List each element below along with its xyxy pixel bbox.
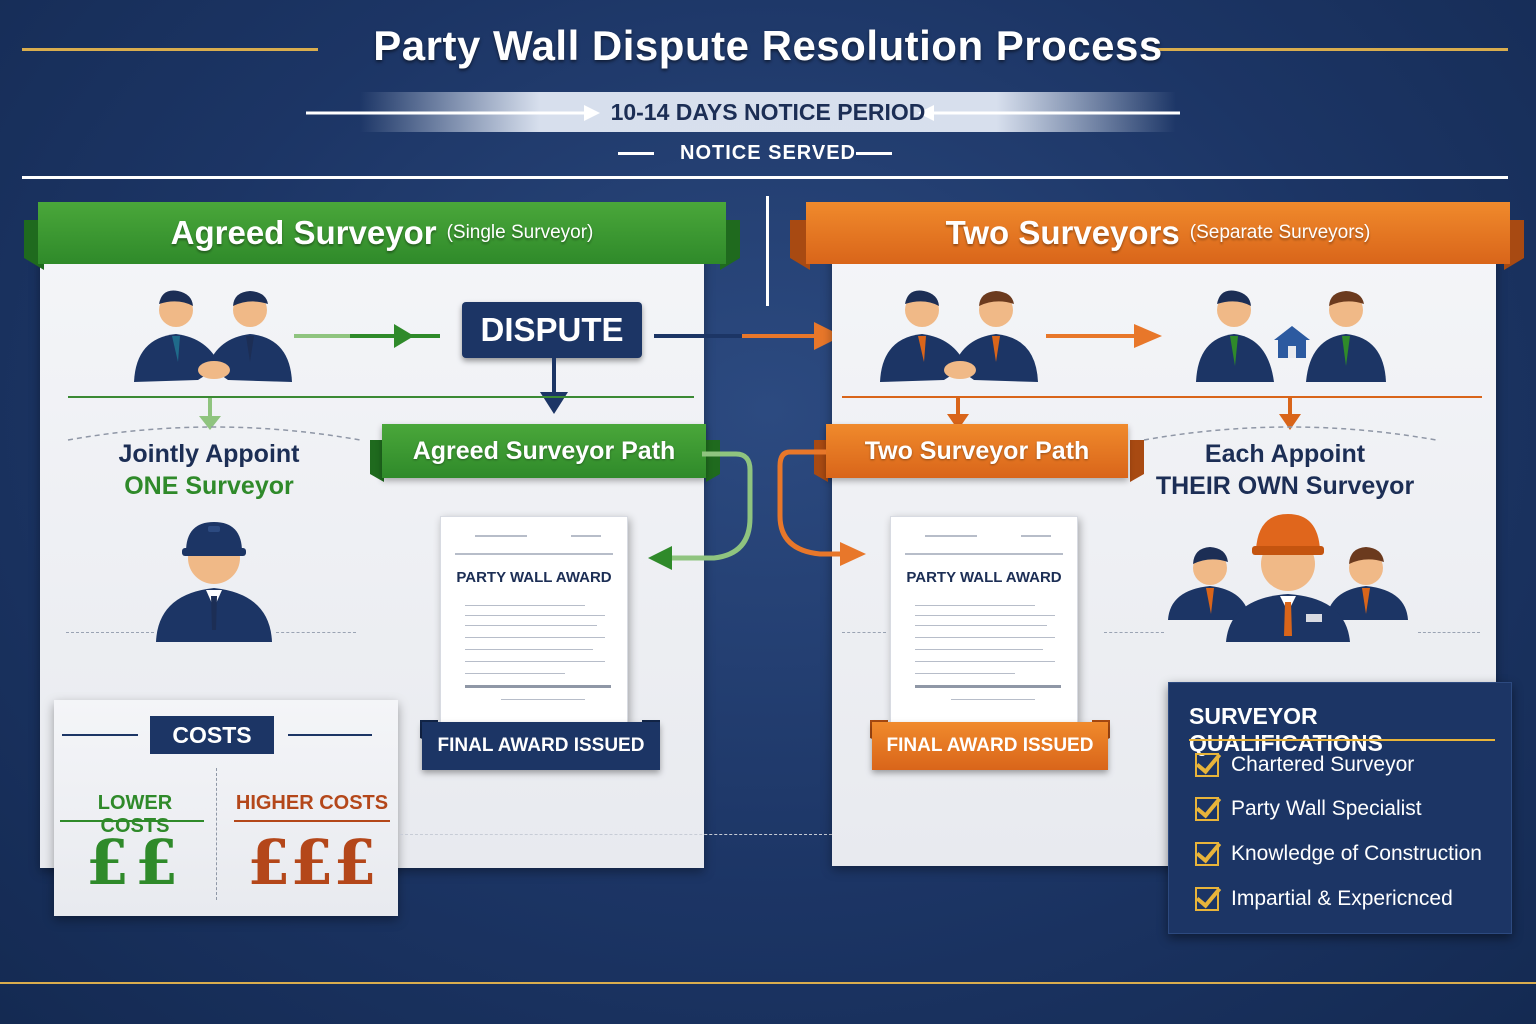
costs-title: COSTS	[150, 716, 274, 754]
qualification-item: Impartial & Expericnced	[1195, 887, 1453, 911]
qualification-item: Party Wall Specialist	[1195, 797, 1422, 821]
check-icon	[1195, 842, 1219, 866]
costs-divider	[216, 768, 217, 900]
two-path-arrow	[777, 449, 866, 566]
costs-rule-left	[62, 734, 138, 736]
left-document-icon: PARTY WALL AWARD	[440, 516, 628, 724]
qualifications-title: SURVEYOR QUALIFICATIONS	[1189, 703, 1383, 756]
lower-costs-rule	[60, 820, 204, 822]
higher-costs-rule	[234, 820, 390, 822]
qualification-item: Knowledge of Construction	[1195, 842, 1482, 866]
each-appoint-line2: THEIR OWN Surveyor	[1155, 472, 1415, 500]
left-separator	[68, 396, 694, 398]
right-dash-line-3	[1418, 632, 1480, 633]
dispute-box: DISPUTE	[462, 302, 642, 358]
two-surveyors-title: Two Surveyors	[945, 214, 1180, 251]
arrow-dispute-down	[540, 358, 568, 414]
qualification-label: Chartered Surveyor	[1231, 753, 1415, 776]
agreed-path-arrow	[648, 451, 753, 570]
arrow-appoint-down	[199, 398, 221, 430]
two-surveyors-subtitle: (Separate Surveyors)	[1189, 222, 1371, 243]
check-icon	[1195, 797, 1219, 821]
notice-period-label: 10-14 DAYS NOTICE PERIOD	[610, 99, 926, 125]
jointly-appoint-line2: ONE Surveyor	[124, 472, 294, 500]
left-dash-line-2	[276, 632, 356, 633]
surveyor-icon	[156, 522, 272, 642]
header-rule-right	[1152, 48, 1508, 51]
two-owners-house-icon	[1196, 290, 1386, 382]
center-divider	[766, 196, 769, 306]
each-appoint-text: Each Appoint THEIR OWN Surveyor	[1130, 438, 1440, 502]
right-separator	[842, 396, 1482, 398]
jointly-appoint-text: Jointly Appoint ONE Surveyor	[64, 438, 354, 502]
left-final-award: FINAL AWARD ISSUED	[422, 722, 660, 770]
qualification-item: Chartered Surveyor	[1195, 753, 1414, 777]
qualification-label: Party Wall Specialist	[1231, 797, 1422, 820]
surveyor-team-icon	[1168, 514, 1408, 642]
agreed-surveyor-banner: Agreed Surveyor (Single Surveyor)	[38, 202, 726, 264]
jointly-appoint-line1: Jointly Appoint	[118, 440, 300, 468]
lower-costs-symbol: ££	[85, 826, 185, 899]
higher-costs-label: HIGHER COSTS	[235, 792, 389, 814]
left-doc-title: PARTY WALL AWARD	[456, 569, 612, 586]
handshake-icon	[134, 290, 292, 382]
right-doc-title: PARTY WALL AWARD	[906, 569, 1062, 586]
higher-costs-symbol: £££	[247, 826, 377, 899]
right-dash-line-2	[1104, 632, 1164, 633]
qualifications-rule	[1189, 739, 1495, 741]
qualification-label: Knowledge of Construction	[1231, 842, 1482, 865]
appoint-arc-left	[67, 426, 361, 441]
check-icon	[1195, 887, 1219, 911]
arrow-to-dispute-left	[294, 324, 440, 348]
agreed-path-ribbon	[370, 440, 720, 482]
arrow-right-path-down	[947, 396, 969, 430]
right-final-award: FINAL AWARD ISSUED	[872, 722, 1108, 770]
notice-served-label: NOTICE SERVED	[680, 142, 856, 164]
header-rule-left	[22, 48, 318, 51]
agreed-surveyor-subtitle: (Single Surveyor)	[446, 222, 594, 243]
arrow-each-appoint-down	[1279, 396, 1301, 430]
page-title: Party Wall Dispute Resolution Process	[373, 22, 1163, 69]
right-handshake-icon	[880, 290, 1038, 382]
bottom-connector-dash	[400, 834, 832, 835]
check-icon	[1195, 753, 1219, 777]
qualification-label: Impartial & Expericnced	[1231, 887, 1453, 910]
left-dash-line-1	[66, 632, 154, 633]
notice-served-rule-left	[618, 152, 654, 155]
header-divider	[22, 176, 1508, 179]
arrow-to-each-appoint	[1046, 324, 1162, 348]
arrow-to-two-surveyors	[654, 322, 842, 350]
each-appoint-line1: Each Appoint	[1204, 440, 1366, 468]
two-surveyors-banner: Two Surveyors (Separate Surveyors)	[806, 202, 1510, 264]
two-surveyor-path-label: Two Surveyor Path	[826, 424, 1128, 478]
notice-served-rule-right	[856, 152, 892, 155]
costs-rule-right	[288, 734, 372, 736]
agreed-surveyor-title: Agreed Surveyor	[170, 214, 437, 251]
notice-arrows	[306, 105, 1180, 121]
appoint-arc-right	[1143, 426, 1437, 441]
agreed-surveyor-path-label: Agreed Surveyor Path	[382, 424, 706, 478]
right-document-icon: PARTY WALL AWARD	[890, 516, 1078, 724]
footer-rule	[0, 982, 1536, 984]
right-dash-line-1	[842, 632, 886, 633]
surveyor-qualifications-box: SURVEYOR QUALIFICATIONS Chartered Survey…	[1168, 682, 1512, 934]
